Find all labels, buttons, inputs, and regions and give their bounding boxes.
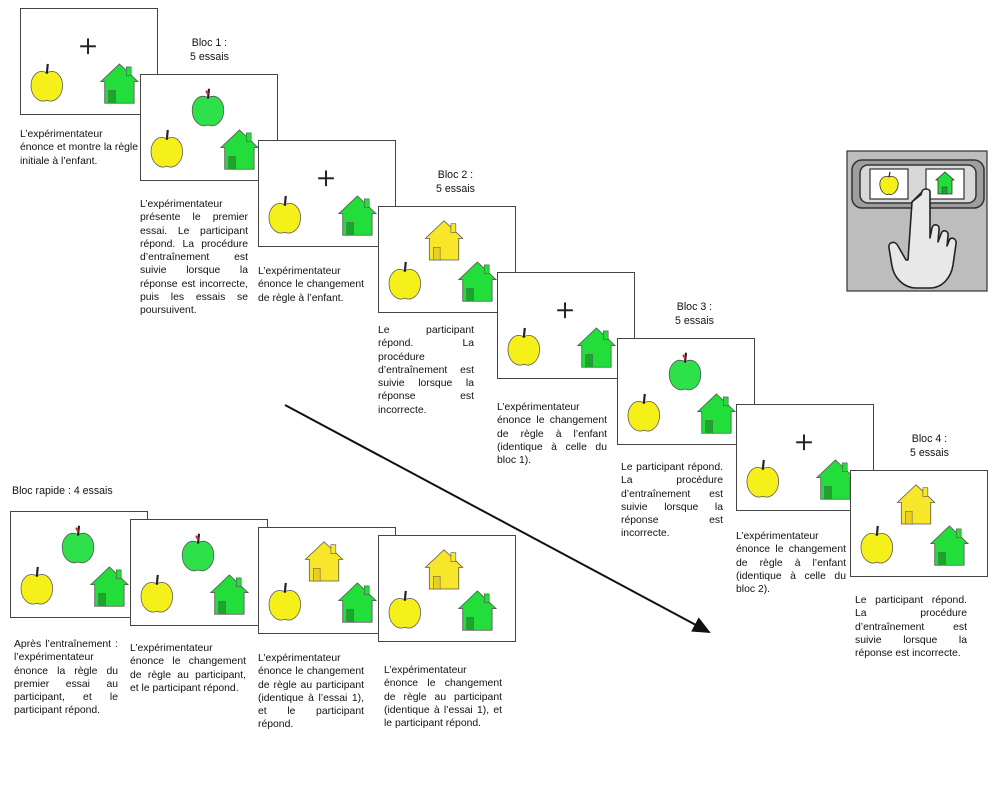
green-house-icon xyxy=(219,129,260,170)
green-house-icon xyxy=(576,327,617,368)
fixation-cross-icon xyxy=(318,170,334,187)
fixation-cross-icon xyxy=(796,434,812,451)
yellow-apple-icon xyxy=(507,327,540,366)
yellow-apple-icon xyxy=(30,63,63,102)
caption-initial-rule: L’expérimentateur énonce et montre la rè… xyxy=(20,129,138,167)
caption-rule-change-3: L’expérimentateur énonce le changement d… xyxy=(736,531,846,596)
bloc-3-label: Bloc 3 :5 essais xyxy=(675,301,714,327)
stimulus-display xyxy=(507,302,617,368)
yellow-house-icon xyxy=(424,549,464,590)
yellow-apple-icon xyxy=(746,459,779,498)
bloc-rapide-label: Bloc rapide : 4 essais xyxy=(12,485,113,497)
yellow-house-icon xyxy=(424,220,464,261)
green-house-icon xyxy=(815,459,856,500)
green-house-icon xyxy=(457,261,498,302)
trial-panel xyxy=(130,519,268,626)
trial-panel xyxy=(258,140,396,247)
yellow-apple-icon xyxy=(860,525,893,564)
green-house-icon xyxy=(89,566,130,607)
green-apple-icon xyxy=(191,88,225,127)
trial-panel xyxy=(10,511,148,618)
yellow-apple-icon xyxy=(627,393,660,432)
yellow-apple-icon xyxy=(20,566,53,605)
stimulus-display xyxy=(268,541,378,623)
stimulus-display xyxy=(140,533,250,615)
fixation-cross-icon xyxy=(80,38,96,55)
green-house-icon xyxy=(209,574,250,615)
stimulus-display xyxy=(150,88,260,170)
trial-panel xyxy=(850,470,988,577)
response-box-illustration xyxy=(846,150,988,292)
stimulus-display xyxy=(20,525,130,607)
green-house-icon xyxy=(696,393,737,434)
green-house-icon xyxy=(337,582,378,623)
bloc-2-label: Bloc 2 :5 essais xyxy=(436,169,475,195)
yellow-apple-icon xyxy=(388,590,421,629)
trial-panel xyxy=(378,535,516,642)
yellow-apple-icon xyxy=(388,261,421,300)
bloc-1-label: Bloc 1 :5 essais xyxy=(190,37,229,63)
yellow-apple-icon xyxy=(268,582,301,621)
green-house-icon xyxy=(337,195,378,236)
trial-panel xyxy=(497,272,635,379)
green-house-icon xyxy=(934,171,956,195)
trial-panel xyxy=(140,74,278,181)
caption-rapid-4: L’expérimentateur énonce le changement d… xyxy=(384,665,502,730)
bloc-4-label: Bloc 4 :5 essais xyxy=(910,433,949,459)
stimulus-display xyxy=(746,434,856,500)
caption-rule-change-2: L’expérimentateur énonce le changement d… xyxy=(497,402,607,467)
yellow-apple-icon xyxy=(150,129,183,168)
yellow-apple-icon xyxy=(879,171,899,195)
caption-response-2: Le participant répond. La procédure d’en… xyxy=(378,325,474,416)
fixation-cross-icon xyxy=(557,302,573,319)
yellow-apple-icon xyxy=(140,574,173,613)
caption-response-3: Le participant répond. La procédure d’en… xyxy=(621,462,723,540)
caption-rapid-1: Après l’entraînement : l’expérimentateur… xyxy=(14,639,118,717)
caption-rule-change-1: L’expérimentateur énonce le changement d… xyxy=(258,266,364,304)
green-house-icon xyxy=(457,590,498,631)
caption-response-4: Le participant répond. La procédure d’en… xyxy=(855,595,967,660)
trial-panel xyxy=(20,8,158,115)
trial-panel xyxy=(617,338,755,445)
hand-press-icon xyxy=(888,188,957,289)
yellow-house-icon xyxy=(896,484,936,525)
stimulus-display xyxy=(268,170,378,236)
caption-first-trial: L’expérimentateur présente le premier es… xyxy=(140,199,248,317)
green-house-icon xyxy=(929,525,970,566)
stimulus-display xyxy=(388,220,498,302)
stimulus-display xyxy=(30,38,140,104)
caption-rapid-3: L’expérimentateur énonce le changement d… xyxy=(258,653,364,731)
yellow-house-icon xyxy=(304,541,344,582)
trial-panel xyxy=(378,206,516,313)
green-house-icon xyxy=(99,63,140,104)
yellow-apple-icon xyxy=(268,195,301,234)
stimulus-display xyxy=(388,549,498,631)
stimulus-display xyxy=(627,352,737,434)
stimulus-display xyxy=(860,484,970,566)
trial-panel xyxy=(258,527,396,634)
caption-rapid-2: L’expérimentateur énonce le changement d… xyxy=(130,643,246,694)
